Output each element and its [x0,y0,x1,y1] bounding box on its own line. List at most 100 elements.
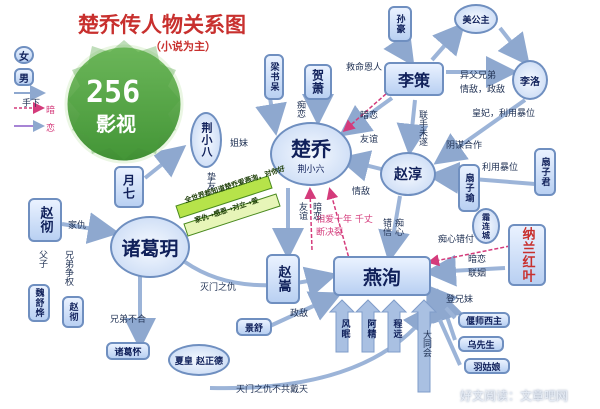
edge-zhaoche-zhuge [61,212,120,245]
arrow-chengyuan [380,299,408,353]
edge-yinmou [433,98,527,165]
rel-yifu: 异父兄弟 [460,71,497,81]
legend-love-2: 恋 [46,124,56,134]
node-chuqiao[interactable]: 楚乔 荆小六 [270,122,352,186]
node-zhuge[interactable]: 诸葛玥 [110,216,190,278]
node-zhaoyang-name: 赵彻 [67,302,78,322]
edge-zhaochun-chuqiao [337,150,386,182]
node-zhaoche[interactable]: 赵彻 [28,198,62,242]
node-yanxun[interactable]: 燕洵 [333,256,431,296]
love-lice-chuqiao [342,85,396,132]
edge-yueqi-jingxiaoba [143,145,187,180]
node-zhaoche-name: 赵彻 [37,206,53,234]
node-zhaochun[interactable]: 赵淳 [380,152,436,196]
node-azhu[interactable]: 阿精 [364,312,378,346]
rel-anzheng: 暗恋 [468,255,487,265]
node-xiahuang[interactable]: 夏皇 赵正德 [168,344,230,376]
rel-jiashu: 家仇 [68,221,87,231]
edge-sunxiao-lice [383,31,415,67]
node-weishuye-name: 魏舒烨 [33,288,44,318]
rel-youyi: 友谊 [360,135,379,145]
rel-xiongdi: 兄弟不合 [110,315,147,325]
arrow-fengmian [328,299,356,353]
rel-jiemei: 姐妹 [230,139,249,149]
node-zhaoyang[interactable]: 赵彻 [62,296,84,328]
band-jiachou [183,193,281,237]
edge-shanzijun-zhaochun [427,161,536,194]
node-nalahongye-name: 纳兰红叶 [519,227,535,283]
band-quanshijie [175,175,273,219]
node-shanzijun[interactable]: 扇子君 [534,148,556,196]
rel-tianmen: 天门之仇不共戴天 [236,385,309,395]
node-liangshu-name: 梁书呆 [268,62,279,92]
node-nalahongye[interactable]: 纳兰红叶 [508,224,546,286]
legend-subordinate: 手下 [22,99,41,109]
rel-mieyuan: 灭门之仇 [200,283,237,293]
love-zhaosong-chuqiao [304,187,317,251]
rel-qingdi-zhengdi: 情敌，政敌 [460,85,506,95]
node-zhaosong[interactable]: 赵嵩 [266,254,300,304]
node-shanziyu-name: 扇子瑜 [463,173,474,203]
node-fengmian-name: 风眠 [339,319,350,339]
node-zhugehuai[interactable]: 诸葛怀 [106,342,150,360]
rel-chiming: 痴心错付 [438,235,475,245]
node-weishuye[interactable]: 魏舒烨 [28,284,50,322]
watermark-badge [64,40,184,164]
rel-zhiyou: 挚友 [205,172,215,190]
rel-cuoxin: 错信 [381,218,391,236]
arrow-datonghui [410,299,438,393]
edge-meigongzhu-liluo [497,26,530,67]
rel-qingdi: 情敌 [352,187,371,197]
diagram-title: 楚乔传人物关系图 [78,12,246,37]
rel-liyong: 利用暴位 [482,163,519,173]
node-chuqiao-sub: 荆小六 [297,165,325,175]
rel-chizhe: 痴恋 [295,100,305,118]
node-xiaosong[interactable]: 霜连城 [472,208,500,244]
node-yuguniang[interactable]: 羽姑娘 [464,358,510,374]
node-liluo[interactable]: 李洛 [512,60,548,100]
edge-nalan-yanxun [424,254,506,287]
node-meigongzhu[interactable]: 美公主 [454,4,498,34]
node-fengmian[interactable]: 风眠 [338,312,352,346]
node-hexiao[interactable]: 贺萧 [304,64,332,100]
rel-anlian2: 暗恋 [311,202,321,220]
arrow-azhu [354,299,382,353]
node-lice[interactable]: 李策 [384,62,444,96]
node-shanziyu[interactable]: 扇子瑜 [458,164,480,212]
diagram-subtitle: （小说为主） [150,40,216,53]
node-liluo-name: 李洛 [520,76,540,88]
rel-huangji: 皇妃，利用暴位 [472,109,536,119]
rel-zhengdi: 政敌 [290,309,309,319]
node-jingxiaoba-name: 荆小八 [200,122,213,158]
node-yueqi-name: 月七 [121,174,136,200]
edge-zhuge-yanxun [183,260,338,298]
watermark-line2: 影视 [96,112,136,136]
legend-female: 女 [14,46,34,64]
rel-sungao: 救命恩人 [346,63,383,73]
rel-yinmou: 阴谋合作 [446,141,483,151]
rel-youyi2: 友谊 [297,202,307,220]
love-nalan-yanxun [427,245,511,267]
node-yueqi[interactable]: 月七 [114,166,144,208]
love-yanxun-chuqiao [326,187,351,263]
legend-love-1: 暗 [46,106,56,116]
rel-xiaoyuan: 相爱十年 千丈断决裂 [316,215,373,238]
edge-jingshu-yanxun [269,291,343,328]
node-sunxiao[interactable]: 孙豪 [388,6,412,42]
node-liangshu[interactable]: 梁书呆 [264,54,284,100]
node-hexiao-name: 贺萧 [310,69,325,95]
node-wuxiansheng[interactable]: 乌先生 [458,336,504,352]
node-kuangwu[interactable]: 偃师西主 [458,312,510,328]
node-jingxiaoba[interactable]: 荆小八 [190,112,222,168]
footer-credit: 好文阅读：文章吧网 [460,389,569,403]
edge-tianmen [209,303,435,391]
edge-lice-zhaochun [396,99,429,156]
node-chengyuan[interactable]: 程远 [390,312,404,346]
watermark-line1: 256 [86,75,141,110]
rel-lianshou: 联手未遂 [417,110,427,146]
node-jingshu[interactable]: 景舒 [236,318,272,336]
rel-xiongdizhengquan: 兄弟争权 [63,250,73,286]
node-zhaosong-name: 赵嵩 [275,265,291,293]
